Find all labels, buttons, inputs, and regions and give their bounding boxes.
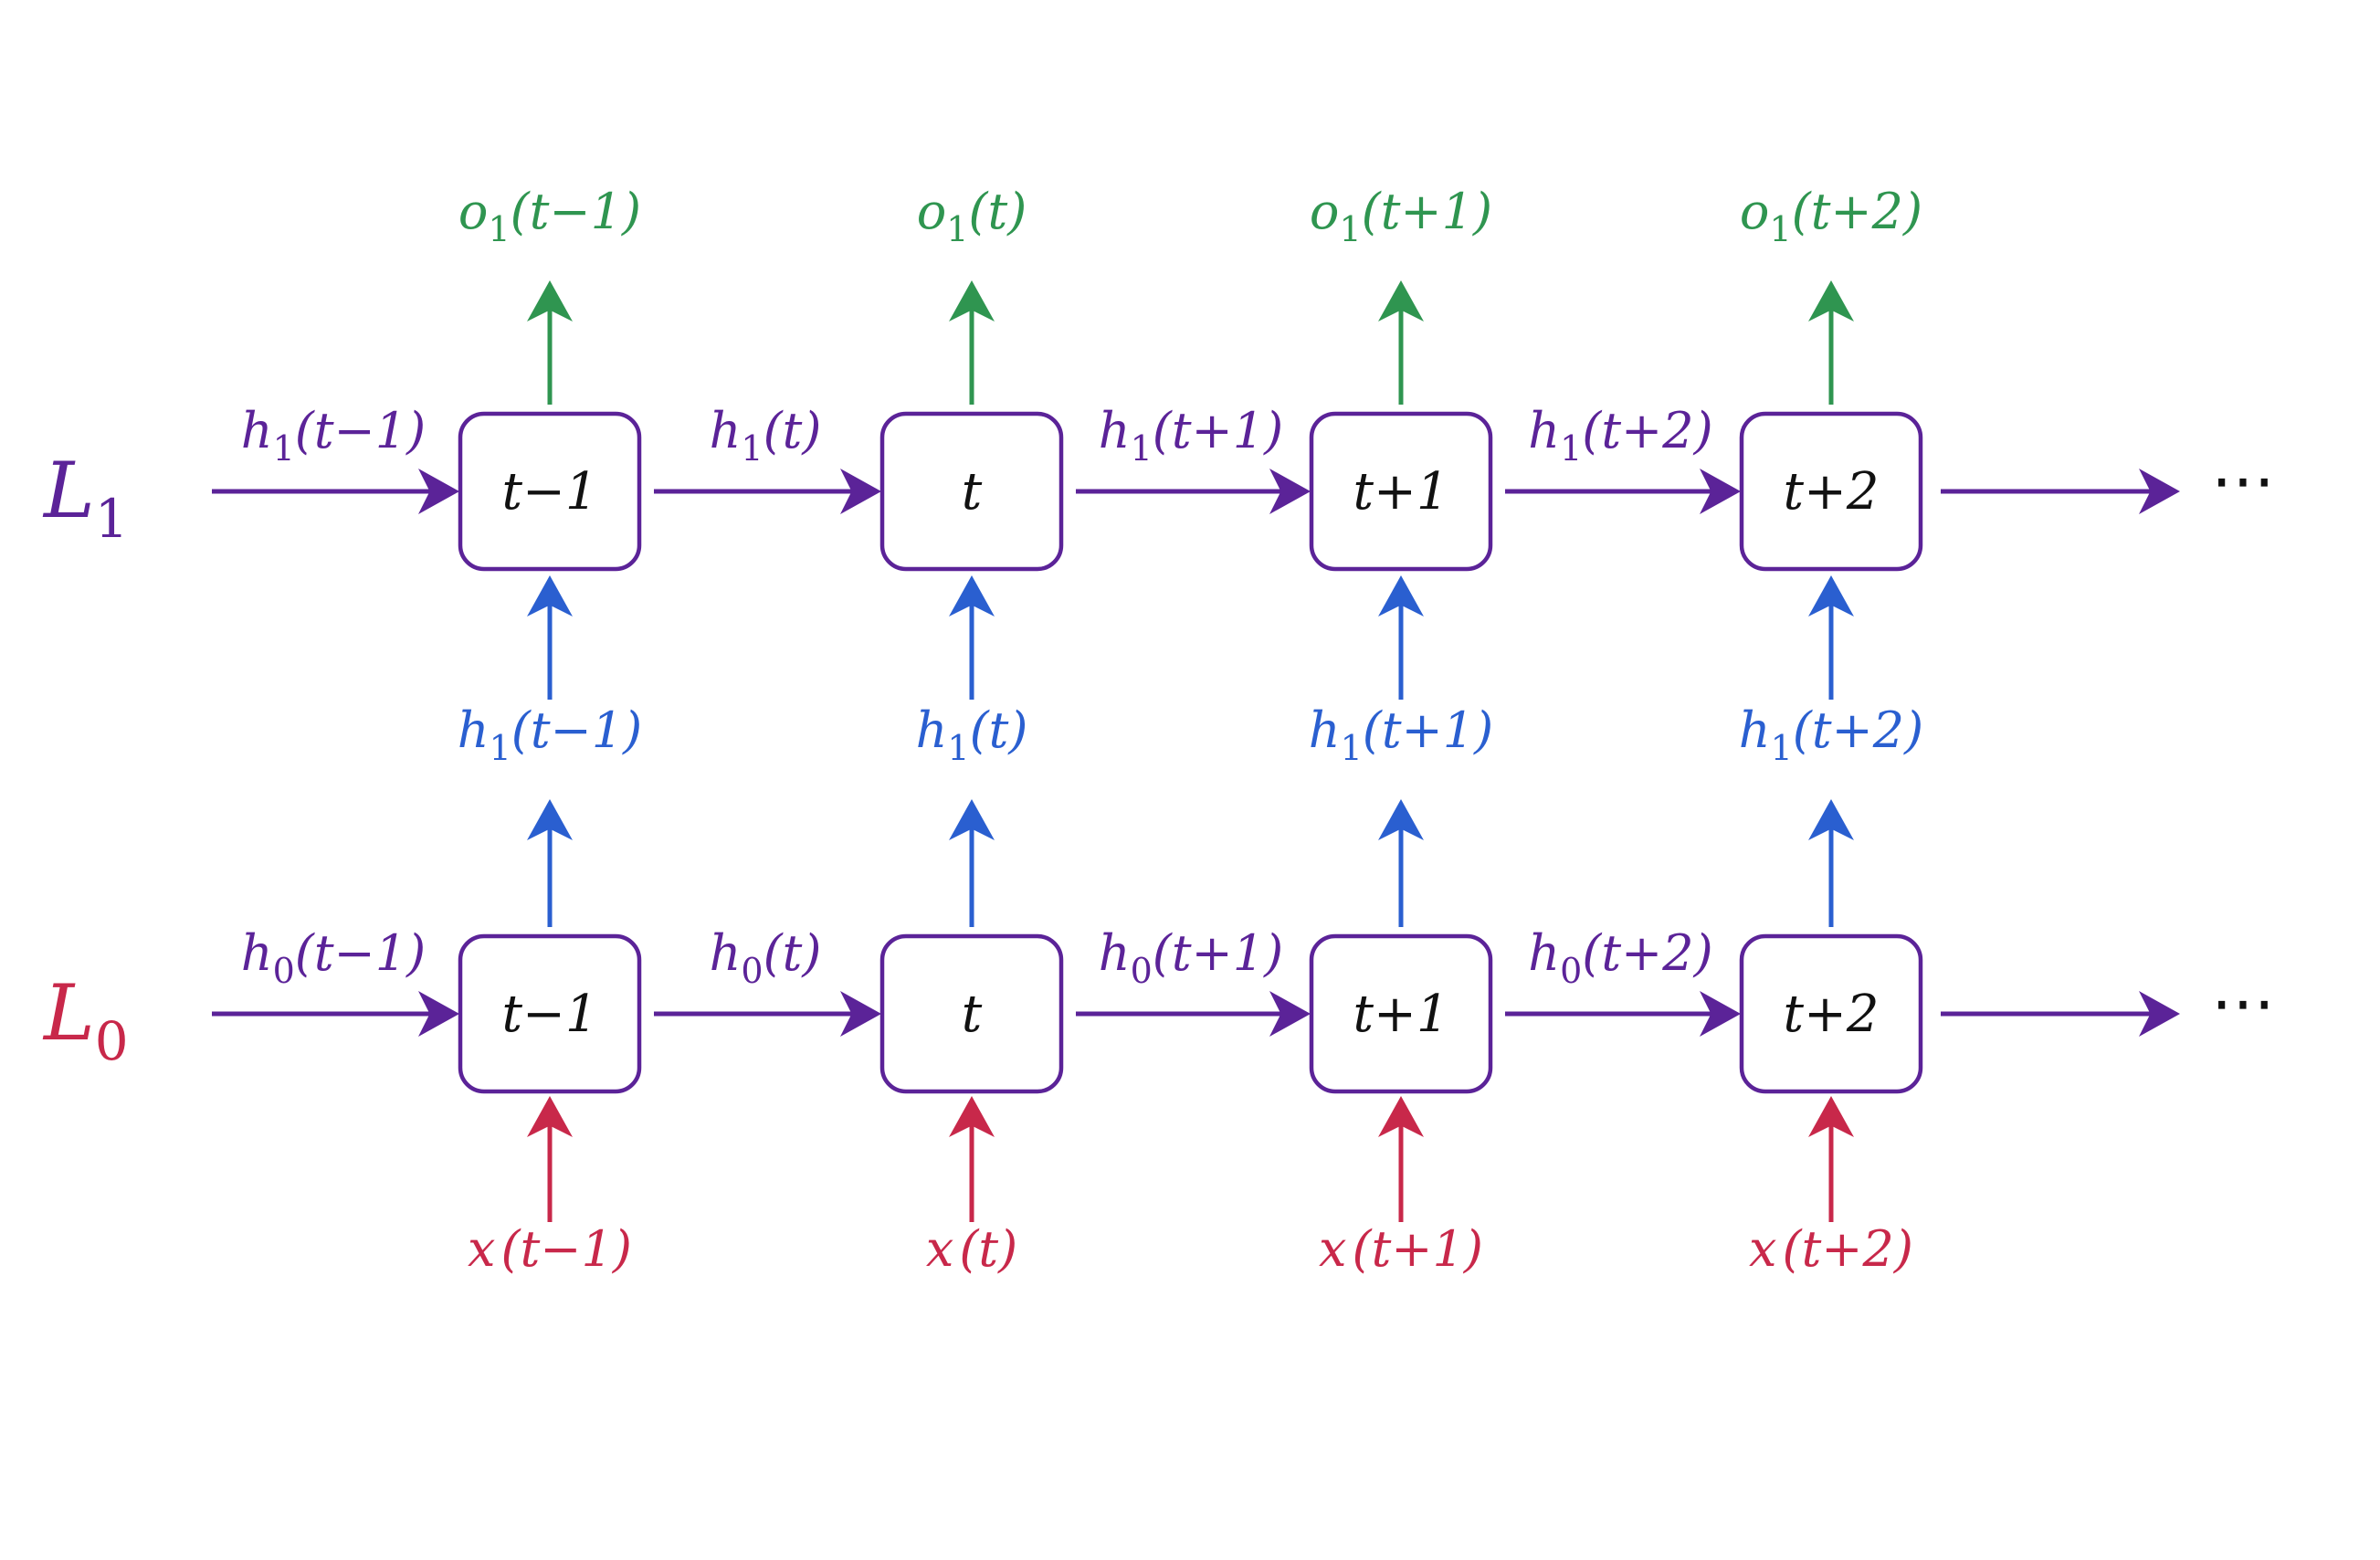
rnn-cell-l1-0 [458,411,642,572]
cell-label-l0-1: t [962,985,983,1044]
hidden-up-label-1: h1(t) [916,701,1028,768]
recurrent-label-l1-2: h1(t+1) [1099,402,1283,469]
recurrent-label-l0-1: h0(t) [710,924,822,991]
rnn-cell-l0-2 [1309,933,1493,1094]
continuation-dots-l1: ⋯ [2211,443,2275,518]
cell-label-l1-0: t−1 [501,462,597,522]
recurrent-label-l1-0: h1(t−1) [241,402,426,469]
recurrent-label-l0-3: h0(t+2) [1528,924,1712,991]
recurrent-label-l0-2: h0(t+1) [1099,924,1283,991]
cell-label-l1-3: t+2 [1783,462,1879,522]
rnn-cell-l1-2 [1309,411,1493,572]
cell-label-l1-2: t+1 [1353,462,1448,522]
cell-label-l0-0: t−1 [501,985,597,1044]
recurrent-label-l1-1: h1(t) [710,402,822,469]
cell-label-l0-2: t+1 [1353,985,1448,1044]
arrows [212,280,2180,1222]
recurrent-label-l0-0: h0(t−1) [241,924,426,991]
cell-label-l0-3: t+2 [1783,985,1879,1044]
rnn-cell-l1-3 [1739,411,1923,572]
hidden-up-label-3: h1(t+2) [1739,701,1923,768]
input-label-3: x(t+2) [1749,1220,1913,1278]
cell-label-l1-1: t [962,462,983,522]
cells: t−1 t−1 t t t+1 t+1 t+2 t+2 [458,411,1923,1094]
hidden-up-label-2: h1(t+1) [1309,701,1493,768]
output-label-3: o1(t+2) [1740,183,1922,249]
rnn-cell-l0-0 [458,933,642,1094]
hidden-up-label-0: h1(t−1) [458,701,642,768]
output-label-0: o1(t−1) [458,183,641,249]
rnn-cell-l0-3 [1739,933,1923,1094]
output-label-2: o1(t+1) [1310,183,1492,249]
input-label-2: x(t+1) [1319,1220,1483,1278]
rnn-cell-l0-1 [879,933,1064,1094]
layer-label-l0: L0 [42,968,129,1072]
layer-label-l1: L1 [42,446,129,550]
input-label-0: x(t−1) [468,1220,632,1278]
rnn-cell-l1-1 [879,411,1064,572]
input-label-1: x(t) [926,1220,1017,1278]
output-label-1: o1(t) [917,183,1027,249]
continuation-dots-l0: ⋯ [2211,965,2275,1040]
edge-labels: h1(t−1) h1(t) h1(t+1) h1(t+2) ⋯ h0(t−1) h0(t) h… [241,183,2275,1278]
recurrent-label-l1-3: h1(t+2) [1528,402,1712,469]
